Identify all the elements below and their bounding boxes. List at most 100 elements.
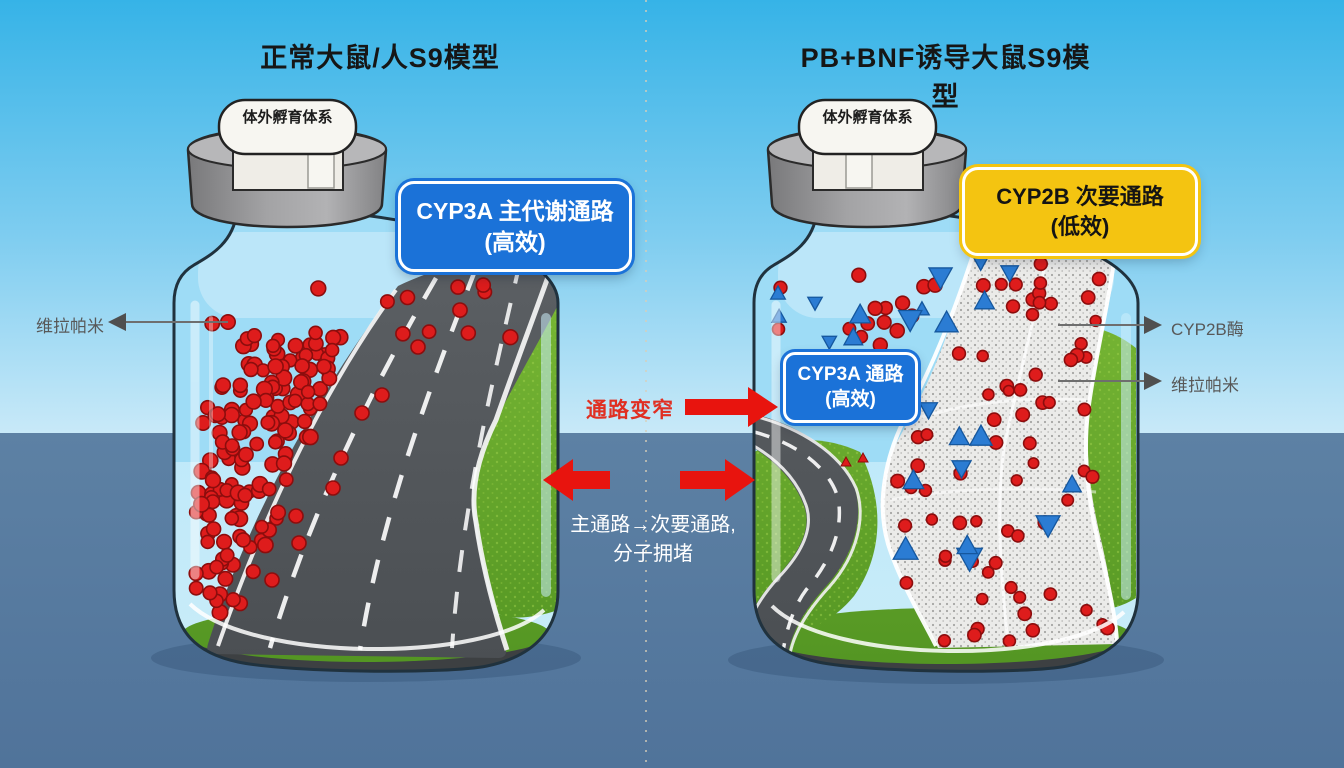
verapamil-left-arrowhead-icon: [108, 313, 126, 331]
right-road-edge-line: [754, 414, 862, 655]
pathway-shift-text: 主通路→次要通路, 分子拥堵: [546, 511, 760, 569]
verapamil-molecule-dot: [1002, 384, 1015, 397]
verapamil-molecule-dot: [1013, 382, 1028, 397]
pathway-narrowing-text: 通路变窄: [586, 399, 674, 422]
verapamil-molecule-dot: [301, 428, 319, 446]
verapamil-right-arrowhead-icon: [1144, 372, 1162, 390]
left-road-edge-line: [471, 253, 558, 651]
verapamil-molecule-dot: [951, 346, 967, 361]
verapamil-molecule-dot: [1013, 590, 1027, 604]
verapamil-molecule-dot: [238, 446, 254, 463]
cyp2b-enzyme-triangle: [806, 296, 824, 312]
verapamil-molecule-dot: [200, 534, 215, 550]
badge-line2: (低效): [1050, 214, 1110, 239]
verapamil-molecule-dot: [287, 393, 303, 408]
verapamil-molecule-dot: [195, 414, 212, 431]
left-road-edge-line: [216, 288, 398, 647]
verapamil-molecule-dot: [867, 300, 883, 316]
cyp2b-arrowhead-icon: [1144, 316, 1162, 334]
verapamil-molecule-dot: [981, 566, 995, 579]
verapamil-molecule-dot: [193, 495, 211, 513]
verapamil-molecule-dot: [1004, 580, 1018, 595]
verapamil-molecule-dot: [399, 289, 416, 306]
verapamil-molecule-dot: [1025, 622, 1041, 638]
cyp2b-enzyme-triangle: [821, 335, 838, 351]
right-cap-label: 体外孵育体系: [822, 109, 913, 126]
verapamil-molecule-dot: [261, 481, 277, 497]
cyp2b-enzyme-triangle: [950, 460, 973, 480]
verapamil-molecule-dot: [475, 277, 492, 293]
right-stopper-pill: [797, 98, 938, 156]
cyp2b-enzyme-triangle: [848, 302, 872, 324]
verapamil-molecule-dot: [225, 591, 241, 608]
verapamil-molecule-dot: [925, 513, 939, 526]
gravel-center-line: [998, 259, 1048, 645]
verapamil-molecule-dot: [224, 510, 240, 526]
verapamil-molecule-dot: [324, 342, 340, 358]
verapamil-molecule-dot: [1028, 367, 1043, 382]
verapamil-molecule-dot: [975, 277, 991, 293]
verapamil-molecule-dot: [1005, 299, 1021, 314]
left-cap-label: 体外孵育体系: [242, 109, 333, 126]
verapamil-molecule-dot: [278, 472, 294, 487]
narrowing-right-arrow: [685, 387, 778, 427]
cyp2b-enzyme-triangle: [927, 267, 954, 291]
right-headspace-molecules: [769, 267, 960, 353]
verapamil-molecule-dot: [267, 358, 284, 375]
verapamil-molecule-dot: [1080, 290, 1096, 305]
verapamil-molecule-dot: [1043, 587, 1058, 601]
cyp2b-enzyme-triangle: [948, 425, 971, 446]
verapamil-molecule-pile: [188, 277, 519, 621]
verapamil-molecule-dot: [967, 627, 982, 643]
verapamil-molecule-dot: [988, 555, 1003, 570]
cyp2b-secondary-pathway-badge: CYP2B 次要通路 (低效): [962, 167, 1198, 256]
verapamil-molecule-dot: [1011, 529, 1025, 543]
right-panel-title: PB+BNF诱导大鼠S9模型: [800, 43, 1091, 112]
verapamil-molecule-dot: [872, 337, 888, 353]
verapamil-molecule-dot: [294, 358, 310, 374]
verapamil-molecule-dot: [952, 515, 968, 531]
verapamil-molecule-dot: [277, 422, 294, 439]
verapamil-molecule-dot: [1061, 493, 1075, 507]
verapamil-molecule-dot: [982, 388, 995, 401]
verapamil-molecule-dot: [325, 480, 341, 496]
verapamil-molecule-dot: [232, 377, 249, 394]
badge-line1: CYP3A 通路: [797, 364, 904, 386]
cyp3a-pathway-badge: CYP3A 通路 (高效): [783, 352, 918, 423]
cyp3a-main-pathway-badge: CYP3A 主代谢通路 (高效): [398, 181, 632, 272]
verapamil-molecule-dot: [204, 472, 222, 489]
verapamil-molecule-dot: [325, 329, 342, 346]
verapamil-molecule-dot: [254, 519, 269, 534]
cyp2b-enzyme-triangle: [918, 402, 939, 421]
verapamil-molecule-dot: [851, 267, 867, 283]
verapamil-molecule-dot: [1027, 457, 1040, 470]
badge-line1: CYP2B 次要通路: [996, 183, 1164, 209]
verapamil-molecule-dot: [970, 514, 983, 528]
verapamil-molecule-dot: [1033, 276, 1048, 290]
verapamil-molecule-dot: [897, 518, 913, 533]
left-bottle-bottom-arc: [188, 602, 546, 651]
verapamil-molecule-dot: [204, 315, 221, 332]
center-annotations: [543, 387, 778, 501]
verapamil-molecule-dot: [1085, 469, 1100, 484]
verapamil-molecule-dot: [395, 325, 411, 342]
verapamil-molecule-dot: [249, 436, 265, 452]
badge-line2: (高效): [484, 229, 546, 255]
verapamil-molecule-dot: [379, 294, 395, 310]
verapamil-molecule-dot: [188, 580, 204, 596]
verapamil-molecule-dot: [215, 377, 232, 394]
cyp2b-enzyme-triangle: [901, 468, 925, 490]
verapamil-molecule-dot: [216, 533, 233, 551]
cyp2b-enzyme-triangle: [933, 309, 960, 333]
verapamil-molecule-dot: [243, 361, 259, 378]
verapamil-molecule-dot: [1015, 407, 1031, 423]
cyp2b-enzyme-triangle: [973, 289, 996, 310]
cyp2b-enzyme-label: CYP2B酶: [1171, 320, 1244, 339]
verapamil-molecule-dot: [899, 576, 914, 590]
verapamil-molecule-dot: [374, 387, 390, 403]
verapamil-molecule-dot: [1044, 296, 1059, 311]
verapamil-molecule-dot: [1010, 474, 1023, 487]
verapamil-molecule-dot: [460, 325, 477, 341]
